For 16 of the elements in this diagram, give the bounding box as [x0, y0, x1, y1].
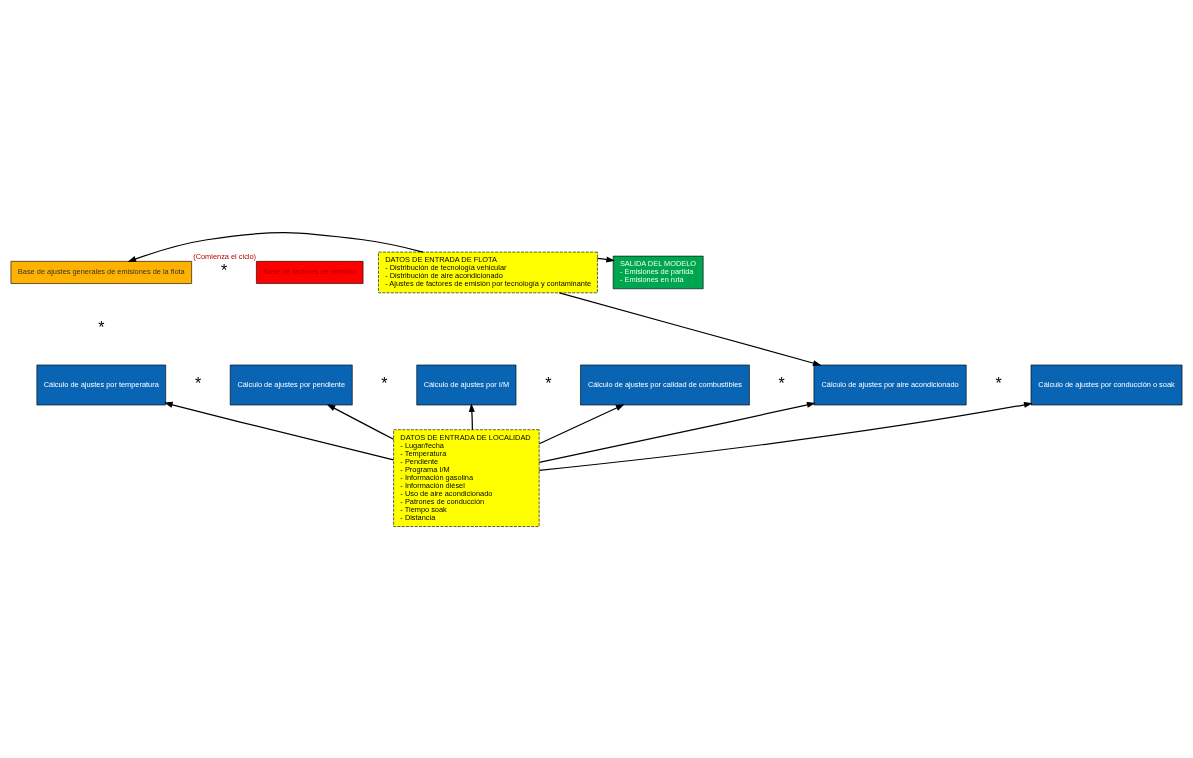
arrow: [127, 231, 424, 262]
arrow: [468, 402, 475, 430]
label: *: [778, 373, 785, 392]
arrow: [538, 403, 625, 444]
arrow: [538, 401, 816, 463]
arrow: [326, 403, 395, 440]
label: *: [381, 373, 388, 392]
label: *: [98, 317, 105, 336]
label: *: [545, 373, 552, 392]
label: *: [220, 260, 228, 279]
arrow: [558, 291, 822, 366]
arrow: [538, 401, 1033, 471]
arrow: [164, 401, 395, 460]
arrow: [596, 256, 615, 262]
label: *: [995, 373, 1002, 392]
label: *: [194, 373, 202, 392]
